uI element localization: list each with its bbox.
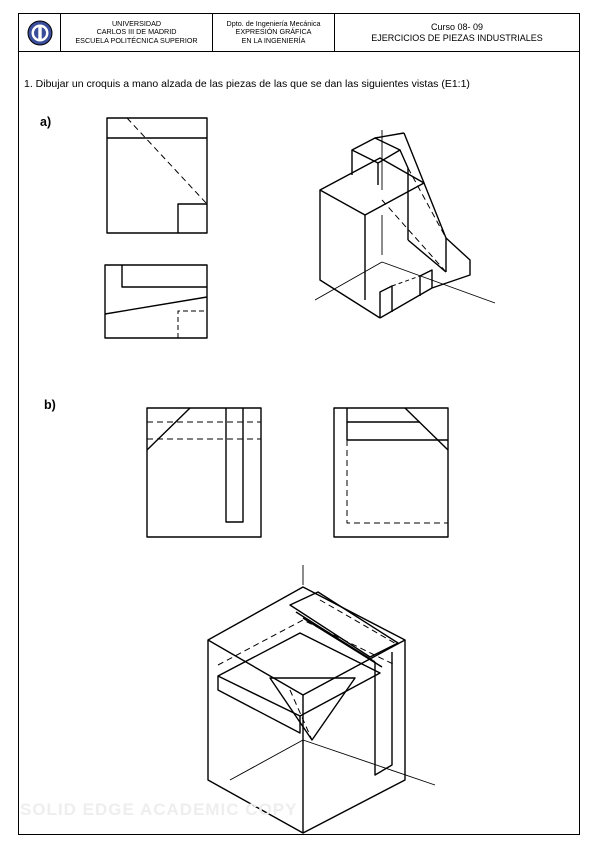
part-b-front-view: [146, 407, 262, 538]
university-name: UNIVERSIDAD CARLOS III DE MADRID ESCUELA…: [61, 14, 213, 51]
course-title: EJERCICIOS DE PIEZAS INDUSTRIALES: [371, 32, 543, 43]
department-name: Dpto. de Ingeniería Mecánica EXPRESIÓN G…: [213, 14, 335, 51]
part-b-side-view: [333, 407, 449, 538]
university-logo: [19, 14, 61, 51]
title-block: UNIVERSIDAD CARLOS III DE MADRID ESCUELA…: [19, 14, 579, 52]
exercise-instruction: 1. Dibujar un croquis a mano alzada de l…: [24, 78, 470, 90]
seal-icon: [27, 20, 52, 45]
part-a-front-view: [104, 264, 208, 339]
part-b-isometric: [207, 565, 436, 834]
course-year: Curso 08- 09: [430, 21, 484, 32]
part-a-label: a): [40, 115, 52, 129]
department-line-1: Dpto. de Ingeniería Mecánica: [226, 18, 321, 28]
department-line-3: EN LA INGENIERÍA: [241, 35, 306, 45]
part-a-isometric: [314, 130, 496, 319]
university-line-3: ESCUELA POLITÉCNICA SUPERIOR: [75, 35, 198, 45]
watermark: SOLID EDGE ACADEMIC COPY: [20, 800, 298, 819]
university-line-2: CARLOS III DE MADRID: [96, 27, 177, 37]
course-info: Curso 08- 09 EJERCICIOS DE PIEZAS INDUST…: [335, 14, 579, 51]
university-line-1: UNIVERSIDAD: [111, 18, 162, 28]
drawing-sheet: UNIVERSIDAD CARLOS III DE MADRID ESCUELA…: [18, 13, 580, 835]
department-line-2: EXPRESIÓN GRÁFICA: [235, 27, 312, 37]
part-b-label: b): [44, 398, 56, 412]
part-a-top-view: [106, 117, 208, 234]
